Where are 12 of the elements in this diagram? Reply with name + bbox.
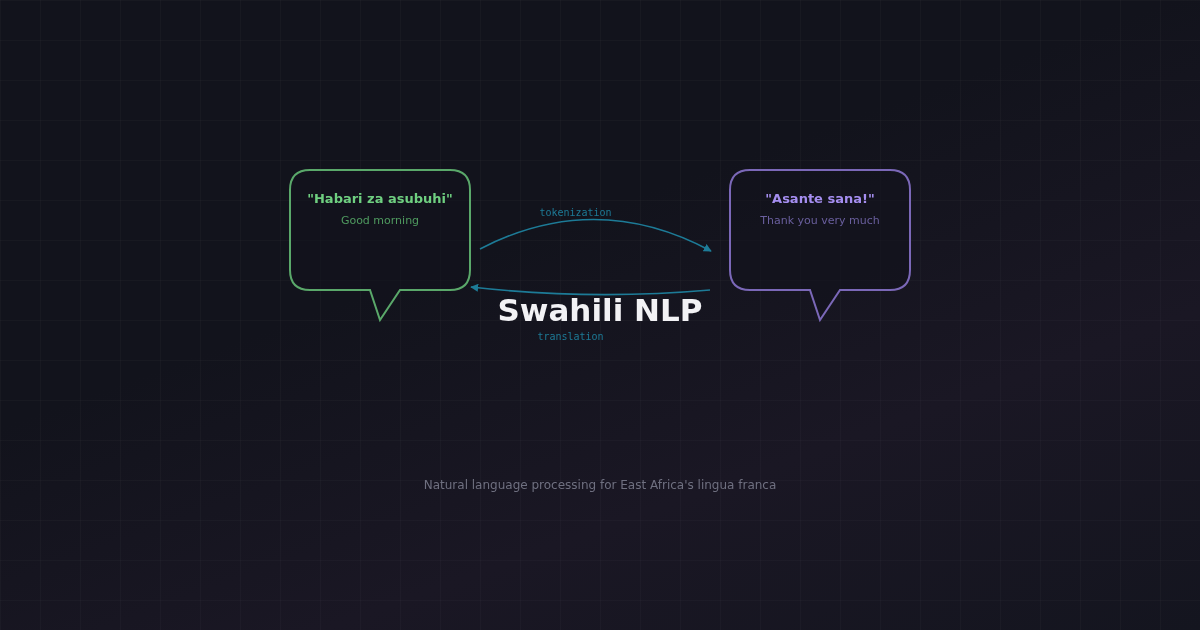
curved-arrow bbox=[470, 283, 711, 296]
speech-bubble bbox=[729, 169, 911, 321]
translation-text: Good morning bbox=[339, 214, 421, 227]
edge-label: translation bbox=[537, 330, 604, 342]
title: Swahili NLP bbox=[496, 292, 704, 328]
edge-label: tokenization bbox=[539, 207, 612, 218]
speech-bubble bbox=[289, 169, 471, 321]
phrase: "Habari za asubuhi" bbox=[306, 191, 454, 206]
translation-text: Thank you very much bbox=[759, 214, 881, 227]
curved-arrow bbox=[479, 218, 712, 252]
caption: Natural language processing for East Africa's lingua franca bbox=[422, 478, 778, 492]
phrase: "Asante sana!" bbox=[764, 191, 876, 206]
